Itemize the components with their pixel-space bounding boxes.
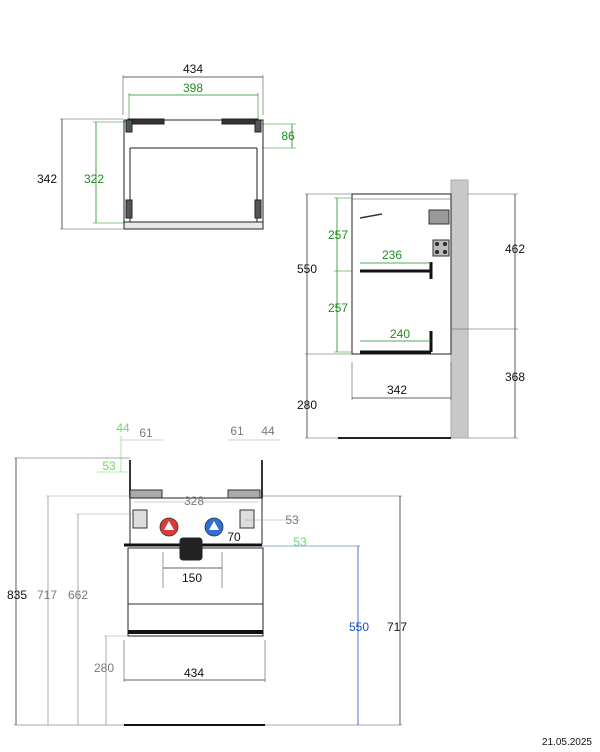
front-height-right-label: 717: [387, 620, 407, 634]
front-bracket-offset-label: 53: [102, 459, 116, 473]
front-siphon-offset-label: 53: [285, 513, 299, 527]
side-floor-gap-label: 280: [297, 398, 317, 412]
top-view: [60, 75, 296, 230]
side-wall-lower-label: 368: [505, 370, 525, 384]
front-drain-height-label: 550: [349, 620, 369, 634]
front-width-label: 434: [184, 666, 204, 680]
wall: [450, 179, 469, 439]
top-height-outer-label: 342: [37, 172, 57, 186]
front-drain-offset-right-label: 70: [227, 530, 241, 544]
side-view: [305, 179, 518, 439]
front-drain-width-label: 150: [182, 571, 202, 585]
side-depth-label: 342: [387, 383, 407, 397]
front-height-total-label: 835: [7, 588, 27, 602]
front-offset-right-a-label: 61: [230, 424, 244, 438]
front-view: [14, 436, 402, 726]
hot-water-tap-icon: [159, 517, 179, 537]
cold-water-tap-icon: [204, 517, 224, 537]
drawing-date: 21.05.2025: [541, 737, 592, 748]
side-wall-upper-label: 462: [505, 242, 525, 256]
front-offset-left-b-label: 61: [139, 426, 153, 440]
top-width-inner-label: 398: [183, 81, 203, 95]
front-height-b-label: 662: [68, 588, 88, 602]
side-drawer-upper-label: 257: [328, 228, 348, 242]
front-offset-right-b-label: 44: [261, 424, 275, 438]
front-height-a-label: 717: [37, 588, 57, 602]
front-floor-gap-label: 280: [94, 661, 114, 675]
top-width-outer-label: 434: [183, 62, 203, 76]
front-drain-offset-green-label: 53: [293, 535, 307, 549]
side-shelf-upper-label: 236: [382, 248, 402, 262]
front-offset-left-a-label: 44: [116, 421, 130, 435]
side-drawer-lower-label: 257: [328, 301, 348, 315]
side-shelf-lower-label: 240: [390, 327, 410, 341]
top-height-inner-label: 322: [84, 172, 104, 186]
side-height-label: 550: [297, 262, 317, 276]
front-bracket-span-label: 328: [184, 494, 204, 508]
top-rim-label: 86: [281, 129, 295, 143]
